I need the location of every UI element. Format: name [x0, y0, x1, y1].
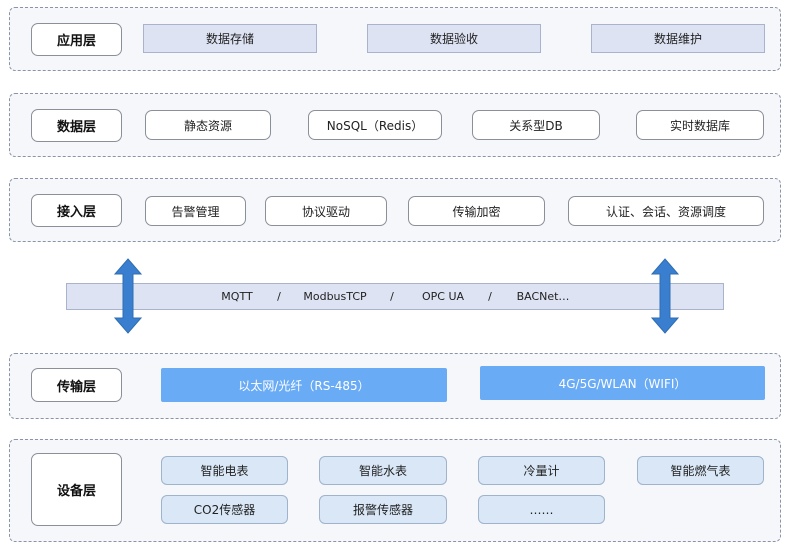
data-storage-box: 数据存储	[143, 24, 317, 53]
protocol-separator: /	[488, 290, 492, 303]
protocol-opc-ua: OPC UA	[421, 290, 465, 303]
transport-layer-label: 传输层	[31, 368, 122, 402]
protocol-separator: /	[277, 290, 281, 303]
co2-sensor-box: CO2传感器	[161, 495, 288, 524]
device-layer-label: 设备层	[31, 453, 122, 526]
auth-session-scheduling-box: 认证、会话、资源调度	[568, 196, 764, 226]
relational-db-box: 关系型DB	[472, 110, 600, 140]
cooling-meter-box: 冷量计	[478, 456, 605, 485]
access-layer: 接入层 告警管理 协议驱动 传输加密 认证、会话、资源调度	[9, 178, 781, 242]
transport-layer: 传输层 以太网/光纤（RS-485） 4G/5G/WLAN（WIFI）	[9, 353, 781, 419]
smart-water-meter-box: 智能水表	[319, 456, 447, 485]
protocol-driver-box: 协议驱动	[265, 196, 387, 226]
protocol-mqtt: MQTT	[221, 290, 253, 303]
left-double-arrow-icon	[114, 258, 142, 334]
data-layer: 数据层 静态资源 NoSQL（Redis） 关系型DB 实时数据库	[9, 93, 781, 157]
more-devices-box: ……	[478, 495, 605, 524]
device-layer: 设备层 智能电表 智能水表 冷量计 智能燃气表 CO2传感器 报警传感器 ……	[9, 439, 781, 542]
app-layer-label: 应用层	[31, 23, 122, 56]
ethernet-fiber-box: 以太网/光纤（RS-485）	[161, 368, 447, 402]
protocol-modbustcp: ModbusTCP	[303, 290, 367, 303]
static-resources-box: 静态资源	[145, 110, 271, 140]
protocol-separator: /	[390, 290, 394, 303]
data-acceptance-box: 数据验收	[367, 24, 541, 53]
alarm-management-box: 告警管理	[145, 196, 246, 226]
protocol-bacnet: BACNet…	[516, 290, 570, 303]
smart-electric-meter-box: 智能电表	[161, 456, 288, 485]
alarm-sensor-box: 报警传感器	[319, 495, 447, 524]
transmission-encryption-box: 传输加密	[408, 196, 545, 226]
protocol-bar: MQTT / ModbusTCP / OPC UA / BACNet…	[66, 283, 724, 310]
smart-gas-meter-box: 智能燃气表	[637, 456, 764, 485]
right-double-arrow-icon	[651, 258, 679, 334]
realtime-db-box: 实时数据库	[636, 110, 764, 140]
data-maintenance-box: 数据维护	[591, 24, 765, 53]
cellular-wlan-box: 4G/5G/WLAN（WIFI）	[480, 366, 765, 400]
nosql-redis-box: NoSQL（Redis）	[308, 110, 442, 140]
app-layer: 应用层 数据存储 数据验收 数据维护	[9, 7, 781, 71]
data-layer-label: 数据层	[31, 109, 122, 142]
access-layer-label: 接入层	[31, 194, 122, 227]
